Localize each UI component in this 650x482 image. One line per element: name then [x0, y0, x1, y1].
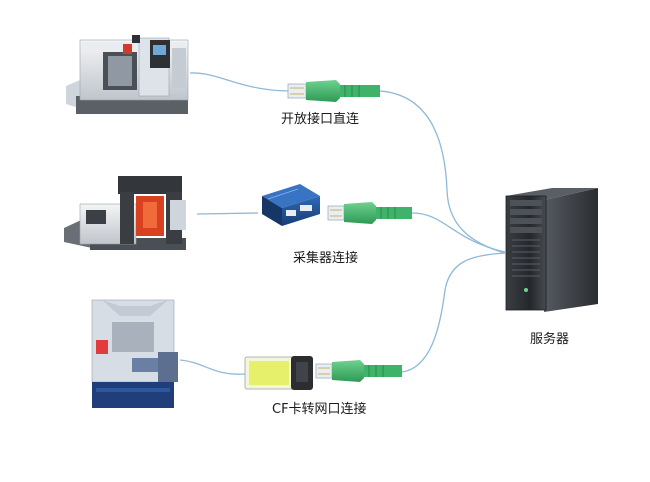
cf-card-adapter-icon: [244, 356, 313, 390]
industrial-machine-icon: [91, 299, 178, 408]
connection-label-direct: 开放接口直连: [281, 112, 360, 127]
server-label: 服务器: [530, 332, 570, 347]
connection-label-collector: 采集器连接: [293, 251, 359, 266]
cable-plug1-server: [379, 90, 506, 254]
gantry-machine-icon: [64, 176, 186, 250]
collector-device-icon: [262, 184, 320, 226]
cable-machine3-cfcard: [179, 359, 246, 375]
cable-machine2-collector: [196, 212, 259, 215]
connection-label-cf-card: CF卡转网口连接: [272, 402, 367, 417]
server-tower-icon: [505, 188, 598, 312]
cable-plug3-server: [401, 252, 506, 373]
cables: [179, 72, 506, 375]
ethernet-plug-icon: [315, 360, 402, 382]
ethernet-plug-icon: [327, 202, 412, 224]
ethernet-plug-icon: [287, 80, 380, 102]
cable-plug2-server: [411, 212, 506, 253]
cnc-machine-icon: [66, 35, 189, 114]
cable-machine1-plug: [189, 72, 289, 92]
